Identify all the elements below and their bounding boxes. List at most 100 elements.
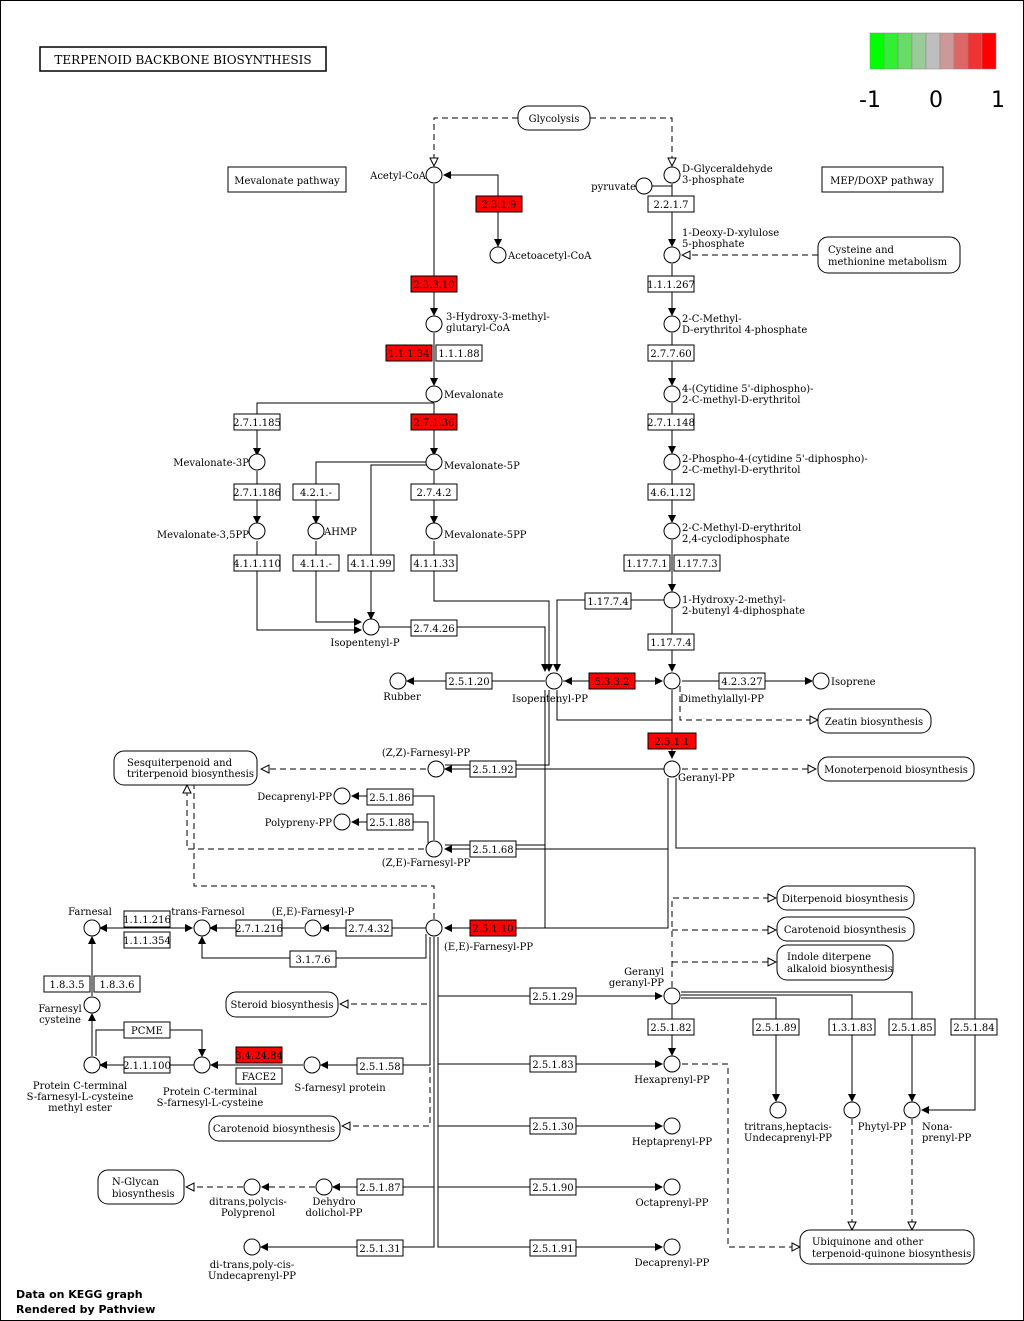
enzyme-2217[interactable]: 2.2.1.7 [647,195,695,213]
compound-isoprene[interactable]: Isoprene [812,672,876,690]
compound-cdpme[interactable]: 4-(Cytidine 5'-diphospho)-2-C-methyl-D-e… [663,384,814,406]
compound-pccme[interactable]: Protein C-terminalS-farnesyl-L-cysteinem… [27,1056,134,1114]
enzyme-25187[interactable]: 2.5.1.87 [356,1178,404,1196]
enzyme-25182[interactable]: 2.5.1.82 [647,1018,695,1036]
compound-mep[interactable]: 2-C-Methyl-D-erythritol 4-phosphate [663,314,807,336]
enzyme-41199[interactable]: 4.1.1.99 [347,554,395,572]
pathway-ubiquinone[interactable]: Ubiquinone and other terpenoid-quinone b… [799,1229,975,1265]
pathway-zeatin[interactable]: Zeatin biosynthesis [817,708,932,734]
enzyme-421[interactable]: 4.2.1.- [292,483,340,501]
enzyme-25190[interactable]: 2.5.1.90 [529,1178,577,1196]
enzyme-3176[interactable]: 3.1.7.6 [289,950,337,968]
compound-mev5p[interactable]: Mevalonate-5P [425,453,520,472]
enzyme-271216[interactable]: 2.7.1.216 [235,919,283,937]
enzyme-2511[interactable]: 2.5.1.1 [647,732,697,750]
compound-cdpmep[interactable]: 2-Phospho-4-(cytidine 5'-diphospho)-2-C-… [663,453,868,476]
enzyme-27760[interactable]: 2.7.7.60 [647,344,695,362]
enzyme-25189[interactable]: 2.5.1.89 [752,1018,800,1036]
pathway-sesquiterpenoid[interactable]: Sesquiterpenoid and triterpenoid biosynt… [113,750,258,786]
compound-polypp[interactable]: Polypreny-PP [265,813,351,831]
compound-dicisupp[interactable]: di-trans,poly-cis-Undecaprenyl-PP [208,1238,296,1282]
compound-acoa[interactable]: Acetyl-CoA [369,166,443,184]
enzyme-411110[interactable]: 4.1.1.110 [233,554,281,572]
enzyme-111216[interactable]: 1.1.1.216 [123,910,171,928]
enzyme-1836[interactable]: 1.8.3.6 [93,975,141,993]
pathway-glycolysis[interactable]: Glycolysis [517,105,591,131]
compound-ipp[interactable]: Isopentenyl-PP [512,672,588,705]
compound-rubber[interactable]: Rubber [383,672,421,703]
enzyme-25188[interactable]: 2.5.1.88 [366,813,414,831]
pathway-carotenoid-2[interactable]: Carotenoid biosynthesis [208,1115,341,1142]
enzyme-11188[interactable]: 1.1.1.88 [435,344,483,362]
enzyme-11773[interactable]: 1.17.7.3 [673,554,721,572]
compound-eefpp[interactable]: (E,E)-Farnesyl-PP [425,919,533,953]
compound-sfp[interactable]: S-farnesyl protein [294,1056,386,1094]
compound-gpp[interactable]: Geranyl-PP [663,760,735,784]
enzyme-25158[interactable]: 2.5.1.58 [356,1057,404,1075]
enzyme-25185[interactable]: 2.5.1.85 [888,1018,936,1036]
compound-dmapp[interactable]: Dimethylallyl-PP [663,672,764,705]
compound-mev35pp[interactable]: Mevalonate-3,5PP [157,522,266,541]
compound-eefp[interactable]: (E,E)-Farnesyl-P [272,907,355,937]
enzyme-25191[interactable]: 2.5.1.91 [529,1239,577,1257]
pathway-n-glycan[interactable]: N-Glycan biosynthesis [97,1169,185,1205]
enzyme-25192[interactable]: 2.5.1.92 [469,760,517,778]
compound-ipp_p[interactable]: Isopentenyl-P [330,618,400,649]
enzyme-111267[interactable]: 1.1.1.267 [647,275,695,293]
enzyme-25131[interactable]: 2.5.1.31 [356,1239,404,1257]
compound-nonapp[interactable]: Nona-prenyl-PP [903,1101,971,1144]
enzyme-25168[interactable]: 2.5.1.68 [469,840,517,858]
compound-hmbpp[interactable]: 1-Hydroxy-2-methyl-2-butenyl 4-diphospha… [663,591,805,617]
enzyme-11774b[interactable]: 1.17.7.4 [647,633,695,651]
pathway-diterpenoid[interactable]: Diterpenoid biosynthesis [776,885,915,911]
compound-mev5pp[interactable]: Mevalonate-5PP [425,522,527,541]
compound-decapp1[interactable]: Decaprenyl-PP [257,787,351,805]
pathway-cysteine-methionine[interactable]: Cysteine and methionine metabolism [817,236,961,274]
enzyme-face2[interactable]: FACE2 [235,1067,283,1085]
enzyme-27426[interactable]: 2.7.4.26 [410,619,458,637]
compound-heptapp[interactable]: Heptaprenyl-PP [632,1117,713,1148]
enzyme-13183[interactable]: 1.3.1.83 [828,1018,876,1036]
enzyme-271148[interactable]: 2.7.1.148 [647,413,695,431]
enzyme-34244[interactable]: 3.4.24.84 [235,1046,283,1064]
compound-polyprenol[interactable]: ditrans,polycis-Polyprenol [209,1178,287,1219]
pathway-mep-doxp[interactable]: MEP/DOXP pathway [821,166,944,193]
enzyme-111354[interactable]: 1.1.1.354 [123,931,171,949]
pathway-steroid[interactable]: Steroid biosynthesis [225,991,339,1018]
compound-farnesal[interactable]: Farnesal [68,907,112,937]
pathway-carotenoid-1[interactable]: Carotenoid biosynthesis [776,916,915,942]
compound-zzfpp[interactable]: (Z,Z)-Farnesyl-PP [382,748,471,778]
compound-octapp[interactable]: Octaprenyl-PP [635,1178,709,1209]
compound-ahmp[interactable]: AHMP [307,522,357,540]
compound-phytylpp[interactable]: Phytyl-PP [843,1101,907,1133]
enzyme-25120[interactable]: 2.5.1.20 [445,672,493,690]
compound-mev[interactable]: Mevalonate [425,385,503,403]
enzyme-2742[interactable]: 2.7.4.2 [410,483,458,501]
enzyme-25110[interactable]: 2.5.1.10 [469,919,517,937]
enzyme-11774a[interactable]: 1.17.7.4 [584,592,632,610]
enzyme-23310[interactable]: 2.3.3.10 [410,275,458,293]
compound-mecpp[interactable]: 2-C-Methyl-D-erythritol2,4-cyclodiphosph… [663,522,801,545]
enzyme-5332[interactable]: 5.3.3.2 [588,672,636,690]
enzyme-211100[interactable]: 2.1.1.100 [123,1056,171,1074]
enzyme-25184[interactable]: 2.5.1.84 [950,1018,998,1036]
compound-zefpp[interactable]: (Z,E)-Farnesyl-PP [382,840,471,869]
pathway-monoterpenoid[interactable]: Monoterpenoid biosynthesis [817,756,975,782]
enzyme-11771[interactable]: 1.17.7.1 [623,554,671,572]
enzyme-25186[interactable]: 2.5.1.86 [366,788,414,806]
enzyme-27136[interactable]: 2.7.1.36 [410,413,458,431]
enzyme-pcme[interactable]: PCME [123,1021,171,1039]
compound-aacoa[interactable]: Acetoacetyl-CoA [489,246,592,264]
enzyme-271186[interactable]: 2.7.1.186 [233,483,281,501]
enzyme-271185[interactable]: 2.7.1.185 [233,413,281,431]
compound-pyr[interactable]: pyruvate [591,177,653,195]
enzyme-42327[interactable]: 4.2.3.27 [718,672,766,690]
pathway-indole-diterpene[interactable]: Indole diterpene alkaloid biosynthesis [776,944,894,981]
compound-mev3p[interactable]: Mevalonate-3P [173,453,266,471]
